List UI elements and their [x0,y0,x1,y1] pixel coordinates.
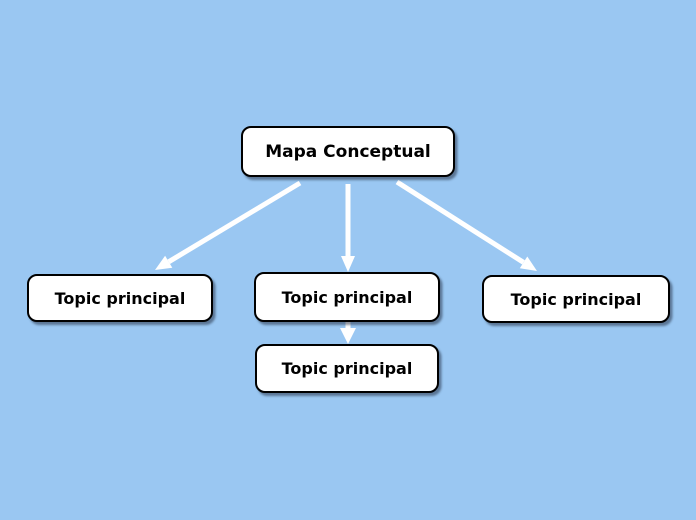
connector-center-to-child [340,322,356,344]
node-root-label: Mapa Conceptual [265,141,431,162]
connector-root-to-left [155,180,302,270]
node-topic-center-child[interactable]: Topic principal [255,344,439,393]
node-topic-center[interactable]: Topic principal [254,272,440,322]
node-topic-left[interactable]: Topic principal [27,274,213,322]
node-topic-left-label: Topic principal [54,288,186,308]
connector-root-to-right [395,179,537,271]
node-topic-right-label: Topic principal [510,289,642,309]
node-topic-center-label: Topic principal [281,287,413,307]
connector-root-to-center [341,184,355,272]
node-topic-right[interactable]: Topic principal [482,275,670,323]
node-topic-center-child-label: Topic principal [281,359,413,378]
node-root[interactable]: Mapa Conceptual [241,126,455,177]
